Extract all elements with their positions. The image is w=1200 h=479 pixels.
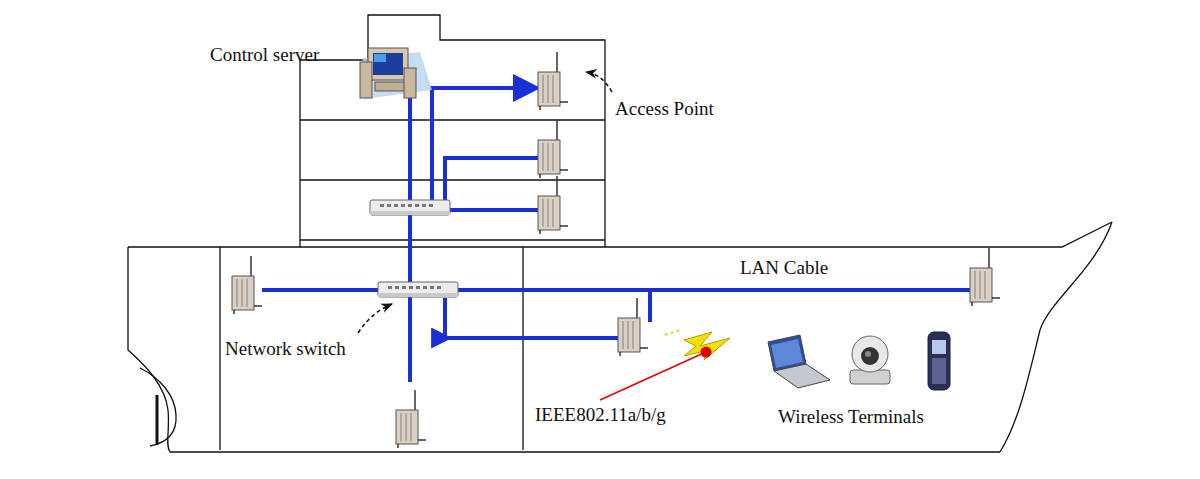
standard-label: IEEE802.11a/b/g [535,404,666,426]
wireless-link [665,330,680,335]
access-point [538,176,568,234]
control-server-icon [360,48,432,98]
ship-outline [128,222,1112,247]
laptop-icon [774,364,830,388]
wireless-link [701,347,712,358]
access-point [538,120,568,178]
device-label: Control server [210,44,319,66]
ship-outline [170,451,1000,452]
lan-cable [432,88,538,96]
network-switch [370,200,450,215]
access-point [232,256,262,314]
wireless-link [600,330,730,400]
lan-cable [450,208,538,212]
ship-outline [368,15,605,247]
access-point [396,390,426,448]
control-server-icon [374,54,386,62]
ship-outline [300,60,368,247]
lan-cable [408,98,412,382]
phone-icon [932,340,946,354]
network-switch [378,282,458,297]
control-server-icon [404,68,416,98]
callout-label: Access Point [615,98,714,120]
device-label: Wireless Terminals [778,406,924,428]
wireless-link [600,352,706,400]
lan-cable [262,288,970,292]
camera-icon [865,351,871,357]
control-server-icon [373,53,403,75]
control-server-icon [360,62,372,98]
ship-outline [140,368,176,446]
lan-cable [445,298,618,338]
lan-cable [262,88,970,382]
lan-cable [430,96,434,202]
camera-icon [852,336,888,372]
ship-outline [300,179,605,180]
cable-label: LAN Cable [740,257,828,279]
access-point [232,52,1000,448]
ship-outline [156,395,159,445]
laptop-icon [768,335,830,388]
lan-cable [445,337,450,340]
access-point [618,298,648,356]
ship-outline [1000,222,1112,452]
ship-outline [219,247,220,450]
wireless-link [684,332,730,360]
phone-icon [928,332,950,390]
camera-icon [850,336,890,384]
lan-cable [445,158,538,202]
access-point [970,248,1000,306]
lan-cable [648,290,652,322]
access-point [538,52,568,110]
leader-line [358,304,392,333]
phone-icon [928,332,950,390]
control-server-icon [368,48,408,80]
ship-outline [300,119,605,120]
camera-icon [861,347,879,365]
leader-line [358,72,612,333]
ship-outline [522,247,523,450]
laptop-icon [771,339,803,368]
ship-outline [128,15,1112,452]
callout-label: Network switch [225,338,346,360]
phone-icon [932,358,946,384]
leader-line [586,72,612,92]
ship-outline [128,247,170,452]
ship-outline [300,239,605,240]
